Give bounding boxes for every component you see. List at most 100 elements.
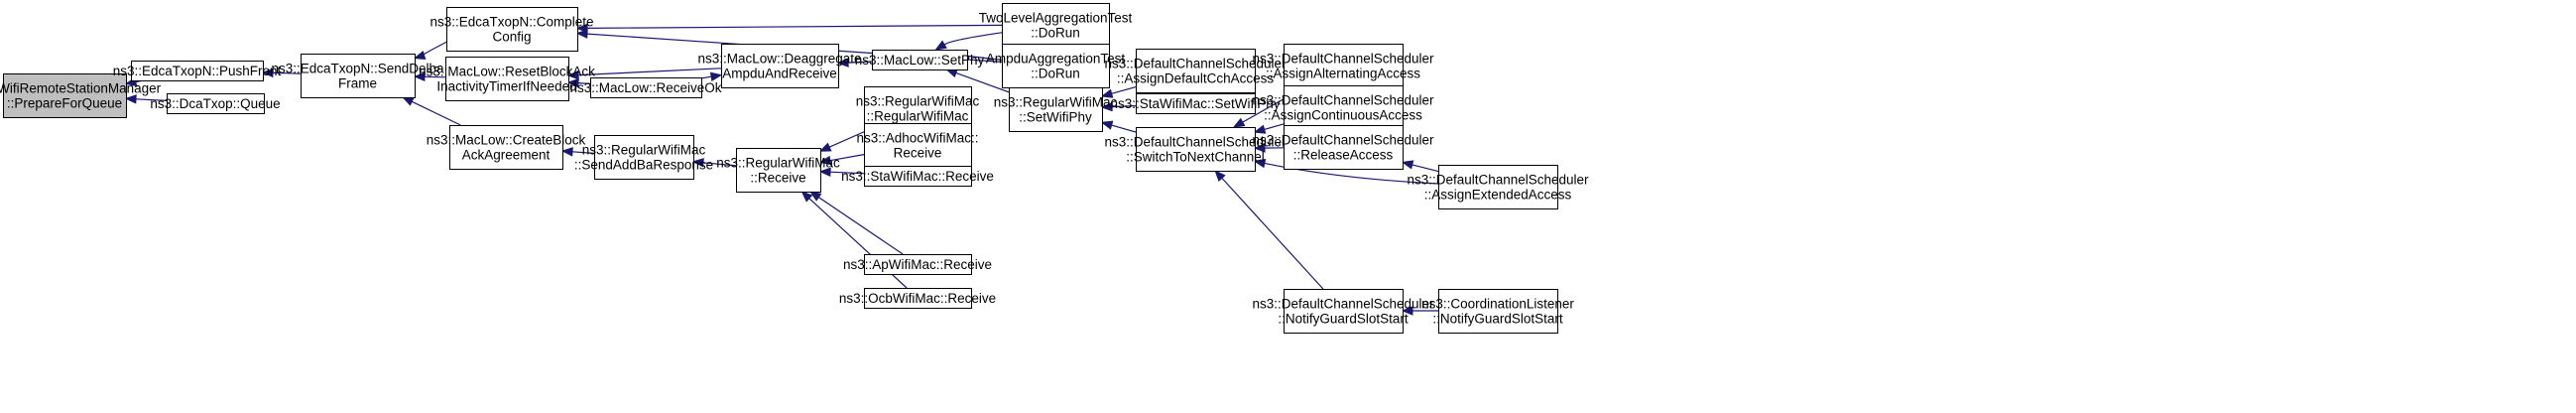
node-ocbwifimac-receive[interactable]: ns3::OcbWifiMac::Receive (839, 288, 996, 309)
node-defaultchannelscheduler-assigndefaultcchaccess[interactable]: ns3::DefaultChannelScheduler::AssignDefa… (1104, 49, 1287, 93)
node-maclow-resetblockackinactivitytimerifneeded[interactable]: ns3::MacLow::ResetBlockAckInactivityTime… (419, 57, 595, 101)
arrow-head-icon (818, 155, 832, 166)
edge-n19-to-n15 (1214, 170, 1324, 290)
node-apwifimac-receive[interactable]: ns3::ApWifiMac::Receive (843, 254, 992, 275)
node-box (1136, 127, 1256, 172)
node-label-line: ns3::StaWifiMac::Receive (841, 169, 994, 184)
edge-n13-to-n12 (1100, 86, 1137, 98)
edge-n21-to-n19 (1401, 306, 1438, 316)
node-box (1002, 3, 1110, 48)
node-dcatxop-queue[interactable]: ns3::DcaTxop::Queue (150, 93, 281, 114)
node-edcatxopn-pushfront[interactable]: ns3::EdcaTxopN::PushFront (113, 61, 282, 81)
edge-n23-to-n22 (691, 158, 737, 168)
arrow-head-icon (818, 142, 832, 152)
node-maclow-setphy[interactable]: ns3::MacLow::SetPhy (855, 50, 985, 70)
node-defaultchannelscheduler-assignalternatingaccess[interactable]: ns3::DefaultChannelScheduler::AssignAlte… (1252, 44, 1434, 88)
edge-n24-to-n23 (818, 129, 869, 152)
edge-line (1111, 86, 1137, 94)
arrow-head-icon (575, 29, 588, 39)
edge-n25-to-n23 (818, 154, 865, 166)
edge-n20-to-n18 (1401, 160, 1439, 173)
node-label-line: ::SetWifiPhy (1019, 110, 1092, 125)
node-defaultchannelscheduler-switchtonextchannel[interactable]: ns3::DefaultChannelScheduler::SwitchToNe… (1104, 127, 1287, 172)
node-label-line: ns3::DefaultChannelScheduler (1252, 297, 1434, 312)
node-box (167, 93, 265, 114)
node-label-line: ::AssignDefaultCchAccess (1117, 71, 1275, 86)
arrow-head-icon (934, 40, 947, 51)
arrow-head-icon (1232, 117, 1246, 128)
edge-line (702, 162, 737, 167)
node-wifiremotestationmanager-prepareforqueue[interactable]: ns3::WifiRemoteStationManager::PrepareFo… (0, 73, 162, 118)
node-box (449, 125, 563, 170)
edge-line (411, 100, 461, 126)
node-box (864, 254, 972, 275)
arrow-head-icon (1214, 170, 1226, 182)
node-stawifimac-receive[interactable]: ns3::StaWifiMac::Receive (841, 166, 994, 187)
edge-line (943, 32, 1003, 46)
node-box (590, 77, 702, 98)
node-box (864, 123, 972, 168)
edge-line (577, 68, 722, 76)
edge-n14-to-n12 (1100, 101, 1137, 112)
edge-line (828, 129, 869, 148)
node-label-line: Config (492, 30, 531, 45)
node-box (445, 57, 569, 101)
node-label-line: ns3::RegularWifiMac (582, 143, 706, 158)
edge-n2-to-n0 (124, 94, 168, 104)
node-regularwifimac-sendaddbaresponse[interactable]: ns3::RegularWifiMac::SendAddBaResponse (574, 135, 713, 180)
node-label-line: ns3::DefaultChannelScheduler (1252, 93, 1434, 108)
node-label-line: AmpduAggregationTest (986, 52, 1126, 67)
node-label-line: ns3::CoordinationListener (1421, 297, 1574, 312)
node-label-line: ns3::MacLow::ResetBlockAck (419, 65, 595, 79)
node-label-line: ns3::DcaTxop::Queue (150, 96, 280, 111)
node-label-line: Receive (894, 146, 942, 161)
node-maclow-receiveok[interactable]: ns3::MacLow::ReceiveOk (569, 77, 722, 98)
edge-line (829, 154, 865, 162)
node-label-line: ns3::RegularWifiMac (856, 94, 980, 109)
node-coordinationlistener-notifyguardslotstart[interactable]: ns3::CoordinationListener::NotifyGuardSl… (1421, 289, 1574, 334)
node-regularwifimac-setwifiphy[interactable]: ns3::RegularWifiMac::SetWifiPhy (994, 87, 1118, 132)
arrow-head-icon (836, 58, 849, 68)
node-regularwifimac-receive[interactable]: ns3::RegularWifiMac::Receive (716, 148, 840, 193)
node-box (1438, 289, 1558, 334)
node-label-line: ::SwitchToNextChannel (1126, 150, 1265, 165)
arrow-head-icon (800, 191, 813, 203)
node-twolevelaggregationtest-dorun[interactable]: TwoLevelAggregationTest::DoRun (979, 3, 1133, 48)
arrow-head-icon (1401, 160, 1414, 170)
node-defaultchannelscheduler-assignextendedaccess[interactable]: ns3::DefaultChannelScheduler::AssignExte… (1407, 165, 1589, 209)
node-defaultchannelscheduler-releaseaccess[interactable]: ns3::DefaultChannelScheduler::ReleaseAcc… (1252, 125, 1434, 170)
node-label-line: ::NotifyGuardSlotStart (1432, 312, 1563, 327)
node-stawifimac-setwifiphy[interactable]: ns3::StaWifiMac::SetWifiPhy (1110, 93, 1281, 114)
node-label-line: ::AssignContinuousAccess (1264, 108, 1422, 123)
arrow-head-icon (1253, 143, 1266, 153)
node-defaultchannelscheduler-assigncontinuousaccess[interactable]: ns3::DefaultChannelScheduler::AssignCont… (1252, 85, 1434, 130)
arrow-head-icon (1253, 124, 1267, 134)
node-box (1438, 165, 1558, 209)
node-label-line: ::RegularWifiMac (867, 109, 969, 124)
edge-n11-to-n9 (836, 58, 873, 68)
node-box (1284, 44, 1404, 88)
node-adhocwifimac-receive[interactable]: ns3::AdhocWifiMac::Receive (856, 123, 979, 168)
edge-n17-to-n15 (1253, 123, 1285, 134)
edge-line (577, 82, 591, 84)
edge-n27-to-n23 (808, 191, 904, 255)
node-label-line: ::Receive (750, 171, 805, 186)
node-defaultchannelscheduler-notifyguardslotstart[interactable]: ns3::DefaultChannelScheduler::NotifyGuar… (1252, 289, 1434, 334)
edge-n26-to-n23 (818, 167, 865, 177)
node-box (1284, 125, 1404, 170)
arrow-head-icon (413, 71, 426, 82)
node-label-line: ns3::OcbWifiMac::Receive (839, 291, 996, 306)
node-box (736, 148, 821, 193)
node-label-line: ::ReleaseAccess (1293, 148, 1394, 163)
edge-line (1111, 124, 1137, 133)
arrow-head-icon (808, 191, 822, 202)
edge-n7-to-n4 (575, 23, 1003, 34)
node-ampduaggregationtest-dorun[interactable]: AmpduAggregationTest::DoRun (986, 44, 1126, 88)
node-label-line: ns3::DefaultChannelScheduler (1104, 57, 1287, 71)
node-label-line: ns3::DefaultChannelScheduler (1104, 135, 1287, 150)
edge-line (586, 24, 1003, 29)
